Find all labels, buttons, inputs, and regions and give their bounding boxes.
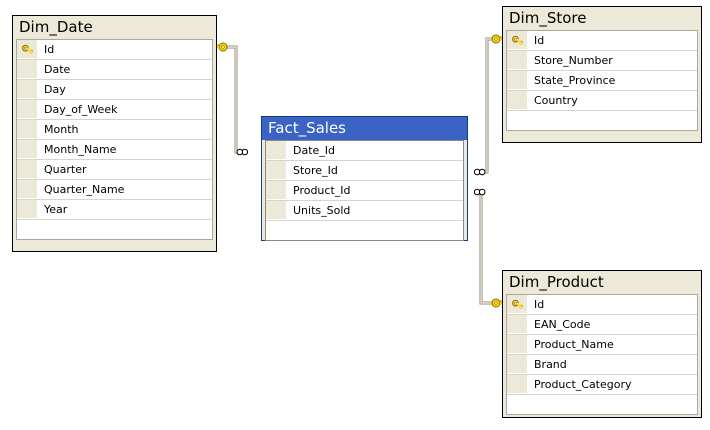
row-gutter[interactable] — [266, 201, 287, 220]
empty-cell[interactable] — [528, 395, 697, 414]
primary-key-icon — [512, 35, 524, 46]
row-gutter — [17, 220, 38, 239]
column-row[interactable]: Id — [507, 295, 697, 315]
table-title[interactable]: Dim_Product — [509, 273, 604, 291]
row-gutter[interactable] — [507, 315, 528, 334]
table-title[interactable]: Dim_Store — [509, 9, 587, 27]
column-name[interactable]: Store_Number — [534, 54, 613, 67]
row-gutter-key[interactable] — [507, 295, 528, 314]
column-row[interactable]: Product_Name — [507, 335, 697, 355]
row-gutter[interactable] — [507, 71, 528, 90]
column-row[interactable]: EAN_Code — [507, 315, 697, 335]
column-name[interactable]: Product_Category — [534, 378, 632, 391]
row-gutter[interactable] — [17, 140, 38, 159]
column-row[interactable]: Units_Sold — [266, 201, 463, 221]
row-gutter — [507, 395, 528, 414]
column-row[interactable]: Month_Name — [17, 140, 212, 160]
column-name[interactable]: Day_of_Week — [44, 103, 118, 116]
column-name[interactable]: Brand — [534, 358, 567, 371]
column-row[interactable]: Store_Id — [266, 161, 463, 181]
column-name[interactable]: Quarter_Name — [44, 183, 125, 196]
column-name[interactable]: Product_Name — [534, 338, 614, 351]
column-row[interactable]: Date — [17, 60, 212, 80]
relationship-infinity-icon — [473, 168, 486, 176]
row-gutter[interactable] — [17, 200, 38, 219]
column-row[interactable]: Id — [507, 31, 697, 51]
row-gutter[interactable] — [266, 181, 287, 200]
column-name[interactable]: Month_Name — [44, 143, 117, 156]
column-row[interactable]: Year — [17, 200, 212, 220]
column-name[interactable]: Month — [44, 123, 79, 136]
row-gutter-key[interactable] — [507, 31, 528, 50]
row-gutter[interactable] — [507, 51, 528, 70]
empty-row[interactable] — [266, 221, 463, 240]
empty-row[interactable] — [507, 111, 697, 130]
column-name[interactable]: State_Province — [534, 74, 616, 87]
primary-key-icon — [512, 299, 524, 310]
relationship-fk-factsales-dimdate[interactable] — [212, 42, 249, 156]
row-gutter-key[interactable] — [17, 40, 38, 59]
empty-cell[interactable] — [528, 111, 697, 130]
column-name[interactable]: Day — [44, 83, 66, 96]
column-name[interactable]: Country — [534, 94, 578, 107]
relationship-infinity-icon — [236, 148, 249, 156]
relationship-infinity-icon — [473, 188, 486, 196]
column-name[interactable]: Id — [44, 43, 55, 56]
column-name[interactable]: Product_Id — [293, 184, 351, 197]
empty-cell[interactable] — [38, 220, 212, 239]
row-gutter[interactable] — [507, 355, 528, 374]
column-row[interactable]: Quarter — [17, 160, 212, 180]
table-title[interactable]: Fact_Sales — [262, 117, 467, 140]
row-gutter[interactable] — [17, 80, 38, 99]
row-gutter[interactable] — [17, 180, 38, 199]
column-row[interactable]: Product_Category — [507, 375, 697, 395]
column-name[interactable]: Quarter — [44, 163, 87, 176]
row-gutter[interactable] — [507, 375, 528, 394]
column-row[interactable]: Brand — [507, 355, 697, 375]
row-gutter[interactable] — [507, 91, 528, 110]
column-name[interactable]: EAN_Code — [534, 318, 591, 331]
row-gutter[interactable] — [17, 60, 38, 79]
row-gutter[interactable] — [266, 161, 287, 180]
empty-row[interactable] — [507, 395, 697, 414]
column-name[interactable]: Units_Sold — [293, 204, 351, 217]
empty-cell[interactable] — [287, 221, 463, 240]
column-row[interactable]: Date_Id — [266, 141, 463, 161]
row-gutter[interactable] — [17, 100, 38, 119]
row-gutter — [507, 111, 528, 130]
row-gutter[interactable] — [17, 160, 38, 179]
column-name[interactable]: Id — [534, 34, 545, 47]
column-row[interactable]: Day_of_Week — [17, 100, 212, 120]
row-gutter[interactable] — [507, 335, 528, 354]
primary-key-icon — [22, 44, 34, 55]
column-row[interactable]: Id — [17, 40, 212, 60]
column-name[interactable]: Date — [44, 63, 71, 76]
column-row[interactable]: Country — [507, 91, 697, 111]
column-row[interactable]: Product_Id — [266, 181, 463, 201]
column-row[interactable]: State_Province — [507, 71, 697, 91]
column-row[interactable]: Store_Number — [507, 51, 697, 71]
row-gutter[interactable] — [17, 120, 38, 139]
column-row[interactable]: Quarter_Name — [17, 180, 212, 200]
empty-row[interactable] — [17, 220, 212, 239]
column-name[interactable]: Date_Id — [293, 144, 336, 157]
column-row[interactable]: Day — [17, 80, 212, 100]
column-name[interactable]: Store_Id — [293, 164, 338, 177]
table-title[interactable]: Dim_Date — [19, 18, 93, 36]
row-gutter — [266, 221, 287, 240]
column-row[interactable]: Month — [17, 120, 212, 140]
column-name[interactable]: Id — [534, 298, 545, 311]
column-name[interactable]: Year — [44, 203, 68, 216]
row-gutter[interactable] — [266, 141, 287, 160]
